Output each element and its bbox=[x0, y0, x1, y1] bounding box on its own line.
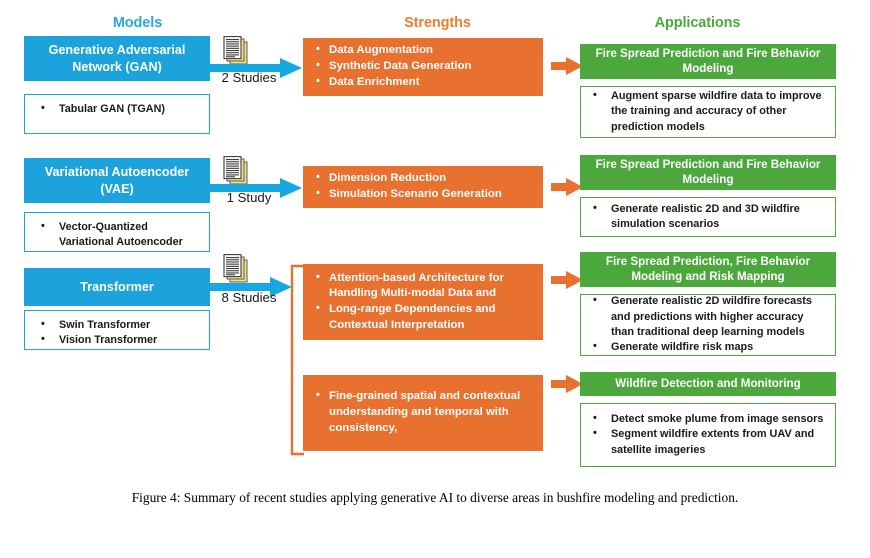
strengths-box-transformer-b: Fine-grained spatial and contextual unde… bbox=[303, 375, 543, 451]
list-item: Segment wildfire extents from UAV and sa… bbox=[585, 426, 827, 458]
column-header-models: Models bbox=[112, 15, 163, 31]
application-title-text: Fire Spread Prediction and Fire Behavior… bbox=[595, 46, 821, 75]
list-item: Attention-based Architecture for Handlin… bbox=[309, 270, 535, 302]
list-item: Augment sparse wildfire data to improve … bbox=[585, 88, 827, 135]
list-item: Swin Transformer bbox=[35, 317, 203, 333]
studies-count-vae: 1 Study bbox=[226, 190, 272, 205]
documents-stack-icon bbox=[222, 254, 250, 291]
list-item: Data Enrichment bbox=[309, 74, 535, 91]
model-title: Variational Autoencoder (VAE) bbox=[44, 164, 190, 196]
flow-arrow-strengths-to-apps-4 bbox=[551, 374, 583, 399]
list-item: Synthetic Data Generation bbox=[309, 58, 535, 75]
model-box-gan[interactable]: Generative Adversarial Network (GAN) bbox=[24, 36, 210, 81]
list-item: Long-range Dependencies and Contextual I… bbox=[309, 301, 535, 333]
application-title-1: Fire Spread Prediction and Fire Behavior… bbox=[580, 44, 836, 79]
list-item: Vector-Quantized Variational Autoencoder bbox=[35, 219, 203, 249]
column-header-applications: Applications bbox=[654, 15, 741, 31]
model-examples-gan: Tabular GAN (TGAN) bbox=[24, 94, 210, 134]
application-title-text: Fire Spread Prediction and Fire Behavior… bbox=[595, 157, 821, 186]
list-item: Detect smoke plume from image sensors bbox=[585, 411, 827, 427]
list-item: Generate wildfire risk maps bbox=[585, 339, 827, 355]
flow-arrow-vae-to-strengths bbox=[210, 175, 302, 206]
list-item: Fine-grained spatial and contextual unde… bbox=[309, 388, 535, 436]
list-item: Vision Transformer bbox=[35, 332, 203, 348]
documents-stack-icon bbox=[222, 36, 250, 73]
model-box-transformer[interactable]: Transformer bbox=[24, 268, 210, 306]
branch-bracket bbox=[288, 264, 306, 461]
application-details-3: Generate realistic 2D wildfire forecasts… bbox=[580, 293, 836, 356]
application-details-2: Generate realistic 2D and 3D wildfire si… bbox=[580, 197, 836, 237]
model-title: Generative Adversarial Network (GAN) bbox=[48, 42, 186, 74]
list-item: Generate realistic 2D wildfire forecasts… bbox=[585, 293, 827, 340]
application-details-4: Detect smoke plume from image sensors Se… bbox=[580, 403, 836, 467]
flow-arrow-strengths-to-apps-2 bbox=[551, 177, 583, 202]
list-item: Data Augmentation bbox=[309, 42, 535, 59]
model-box-vae[interactable]: Variational Autoencoder (VAE) bbox=[24, 158, 210, 203]
model-examples-vae: Vector-Quantized Variational Autoencoder bbox=[24, 212, 210, 252]
application-title-text: Fire Spread Prediction, Fire Behavior Mo… bbox=[605, 254, 811, 283]
strengths-box-transformer-a: Attention-based Architecture for Handlin… bbox=[303, 264, 543, 340]
application-title-text: Wildfire Detection and Monitoring bbox=[615, 376, 801, 390]
list-item: Simulation Scenario Generation bbox=[309, 186, 535, 203]
flow-arrow-strengths-to-apps-1 bbox=[551, 56, 583, 81]
list-item: Dimension Reduction bbox=[309, 170, 535, 187]
model-title: Transformer bbox=[80, 279, 154, 294]
column-header-strengths: Strengths bbox=[404, 15, 471, 31]
flow-arrow-strengths-to-apps-3 bbox=[551, 270, 583, 295]
studies-count-transformer: 8 Studies bbox=[221, 290, 277, 305]
application-title-2: Fire Spread Prediction and Fire Behavior… bbox=[580, 155, 836, 190]
strengths-box-vae: Dimension Reduction Simulation Scenario … bbox=[303, 166, 543, 208]
flow-arrow-gan-to-strengths bbox=[210, 55, 302, 86]
list-item: Tabular GAN (TGAN) bbox=[35, 101, 203, 117]
studies-count-gan: 2 Studies bbox=[221, 70, 277, 85]
model-examples-transformer: Swin Transformer Vision Transformer bbox=[24, 310, 210, 350]
application-title-4: Wildfire Detection and Monitoring bbox=[580, 372, 836, 396]
strengths-box-gan: Data Augmentation Synthetic Data Generat… bbox=[303, 38, 543, 96]
figure-caption: Figure 4: Summary of recent studies appl… bbox=[131, 490, 739, 505]
flow-arrow-transformer-to-strengths bbox=[210, 274, 292, 305]
application-title-3: Fire Spread Prediction, Fire Behavior Mo… bbox=[580, 252, 836, 287]
list-item: Generate realistic 2D and 3D wildfire si… bbox=[585, 201, 827, 233]
application-details-1: Augment sparse wildfire data to improve … bbox=[580, 86, 836, 138]
